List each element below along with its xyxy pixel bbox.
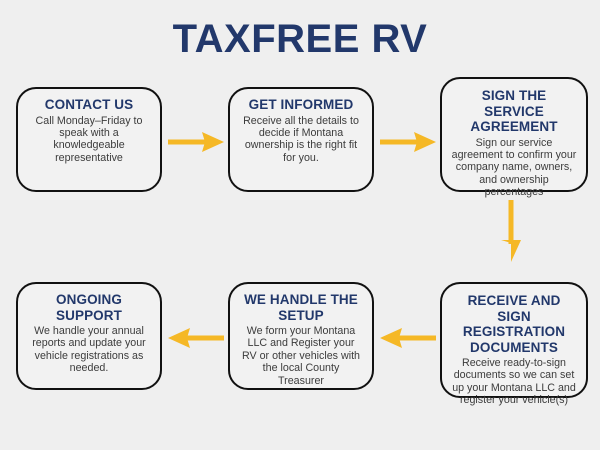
- step-title-ongoing-support: ONGOING SUPPORT: [56, 292, 122, 323]
- step-box-ongoing-support[interactable]: ONGOING SUPPORT We handle your annual re…: [16, 282, 162, 390]
- step-box-get-informed[interactable]: GET INFORMED Receive all the details to …: [228, 87, 374, 192]
- arrow-down-icon: [500, 200, 522, 262]
- arrow-left-icon: [168, 327, 224, 349]
- step-title-handle-setup: WE HANDLE THE SETUP: [244, 292, 358, 323]
- step-body-receive-docs: Receive ready-to-sign documents so we ca…: [452, 357, 576, 407]
- arrow-left-icon: [380, 327, 436, 349]
- step-title-receive-docs: RECEIVE AND SIGN REGISTRATION DOCUMENTS: [462, 293, 566, 355]
- step-body-handle-setup: We form your Montana LLC and Register yo…: [241, 325, 360, 387]
- step-title-contact-us: CONTACT US: [44, 97, 134, 112]
- step-body-sign-agreement: Sign our service agreement to confirm yo…: [451, 136, 577, 199]
- step-box-handle-setup[interactable]: WE HANDLE THE SETUP We form your Montana…: [228, 282, 374, 390]
- step-box-receive-docs[interactable]: RECEIVE AND SIGN REGISTRATION DOCUMENTS …: [440, 282, 588, 406]
- step-body-ongoing-support: We handle your annual reports and update…: [32, 325, 146, 375]
- step-body-contact-us: Call Monday–Friday to speak with a knowl…: [35, 114, 143, 164]
- step-body-get-informed: Receive all the details to decide if Mon…: [243, 114, 359, 164]
- step-title-sign-agreement: SIGN THE SERVICE AGREEMENT: [470, 88, 558, 134]
- step-title-get-informed: GET INFORMED: [248, 97, 354, 112]
- page-title: TAXFREE RV: [172, 17, 428, 61]
- arrow-right-icon: [168, 131, 224, 153]
- step-box-sign-agreement[interactable]: SIGN THE SERVICE AGREEMENT Sign our serv…: [440, 77, 588, 198]
- arrow-right-icon: [380, 131, 436, 153]
- step-box-contact-us[interactable]: CONTACT US Call Monday–Friday to speak w…: [16, 87, 162, 192]
